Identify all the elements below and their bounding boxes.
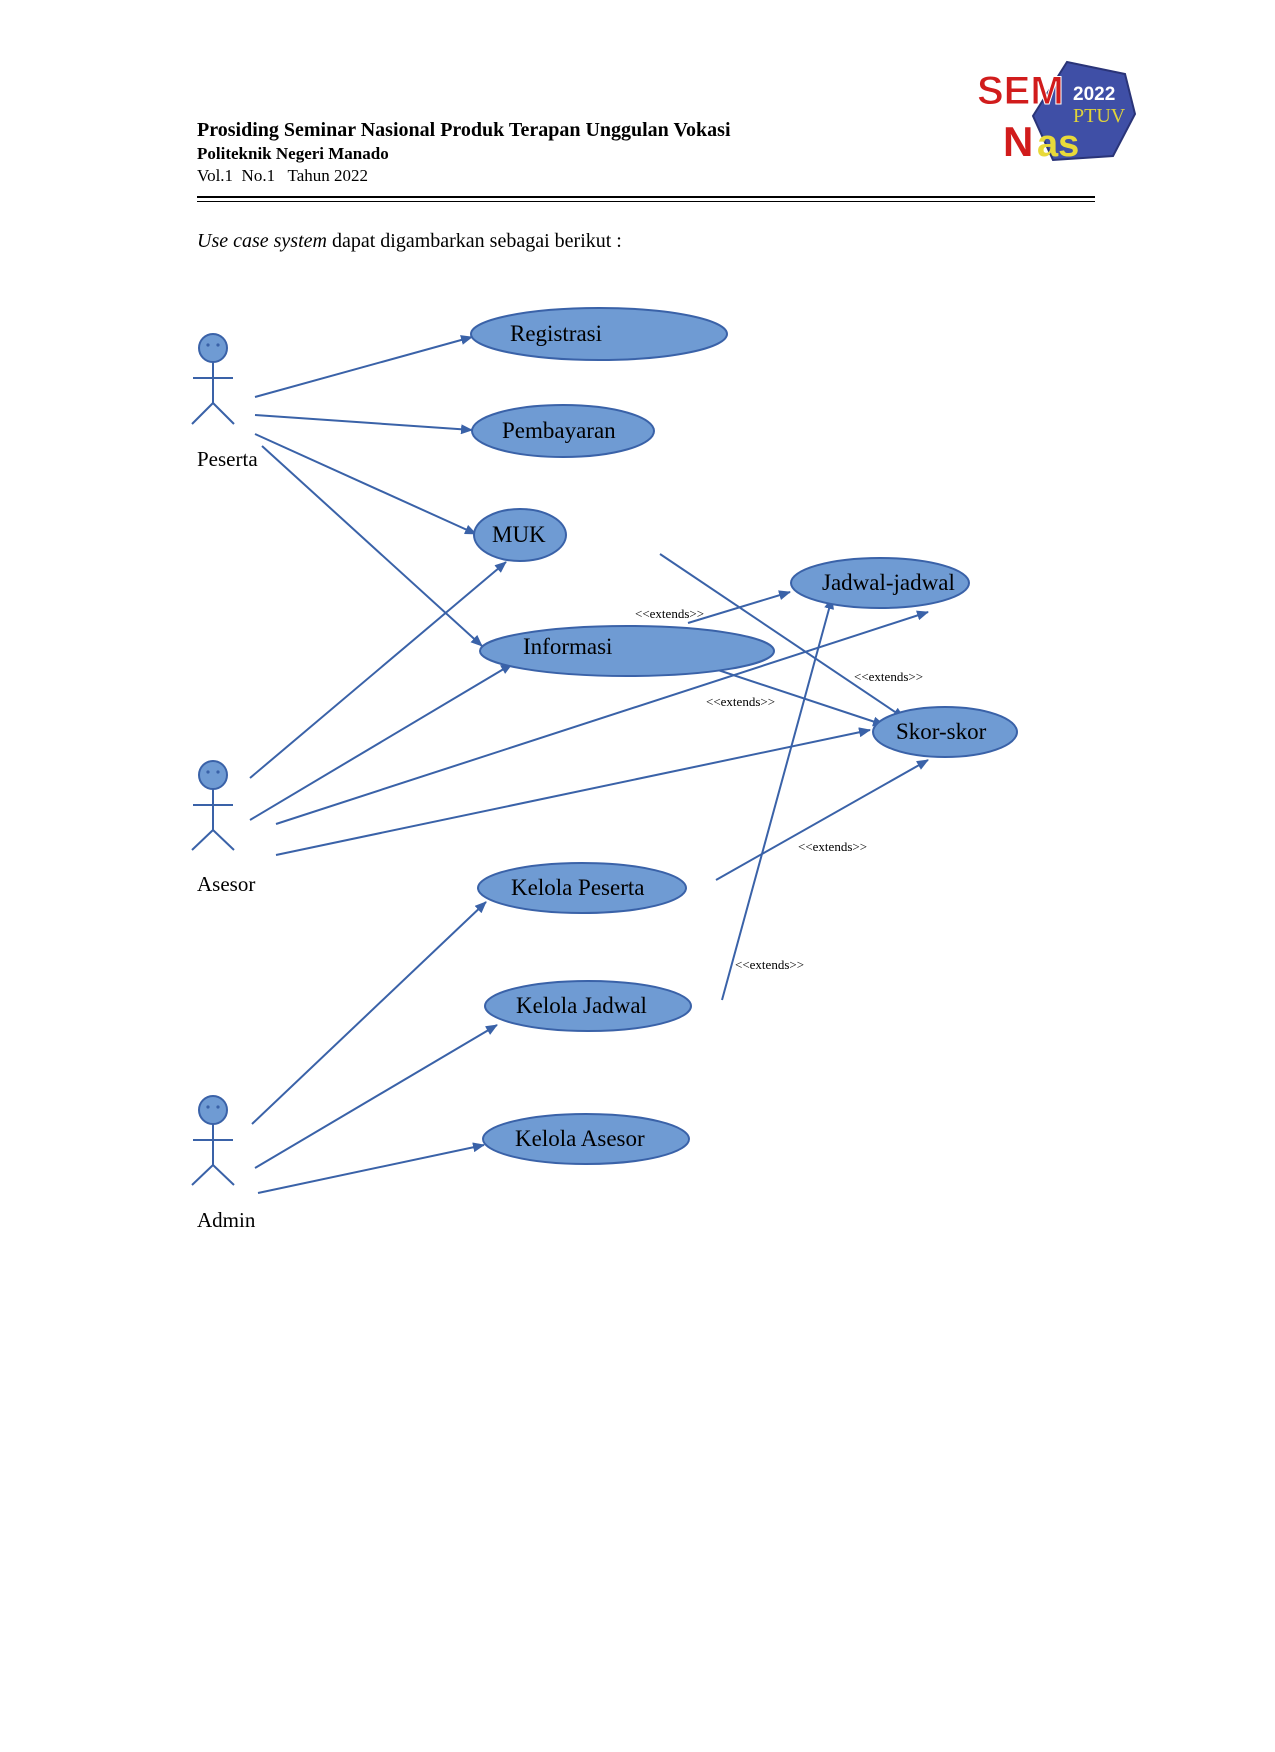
usecase-informasi-label: Informasi xyxy=(523,634,612,659)
svg-text:SEM: SEM xyxy=(977,69,1064,113)
usecase-kelola-jadwal-label: Kelola Jadwal xyxy=(516,993,647,1018)
usecase-kelola-asesor xyxy=(482,1113,690,1165)
usecase-registrasi-label: Registrasi xyxy=(510,321,602,346)
actor-admin xyxy=(191,1095,235,1186)
sempnas-logo: SEM 2022 PTUV N as xyxy=(977,60,1137,165)
header-rule-thick xyxy=(197,196,1095,198)
institution-name: Politeknik Negeri Manado xyxy=(197,144,389,163)
extend-kelolapeserta-skor xyxy=(715,759,929,881)
svg-text:N: N xyxy=(1003,118,1033,165)
assoc-asesor-muk xyxy=(249,561,507,779)
extends-label-informasi-jadwal: <<extends>> xyxy=(635,606,704,621)
assoc-admin-kelola-asesor xyxy=(257,1142,485,1194)
assoc-peserta-informasi xyxy=(261,445,483,647)
usecase-kelola-asesor-label: Kelola Asesor xyxy=(515,1126,645,1151)
page-header: Prosiding Seminar Nasional Produk Terapa… xyxy=(197,118,1097,187)
svg-text:2022: 2022 xyxy=(1073,84,1115,105)
usecase-kelola-jadwal xyxy=(484,980,692,1032)
extends-label-kelolajadwal-jadwal: <<extends>> xyxy=(735,957,804,972)
intro-italic: Use case system xyxy=(197,230,327,252)
usecase-skor-label: Skor-skor xyxy=(896,719,987,744)
actor-asesor-head-icon xyxy=(198,760,228,790)
extend-informasi-skor xyxy=(699,663,885,727)
extends-label-informasi-skor: <<extends>> xyxy=(706,694,775,709)
usecase-informasi xyxy=(479,625,775,677)
assoc-asesor-informasi xyxy=(249,663,513,821)
actor-admin-head-icon xyxy=(198,1095,228,1125)
usecase-pembayaran-label: Pembayaran xyxy=(502,418,616,443)
intro-sentence: Use case system dapat digambarkan sebaga… xyxy=(197,230,622,253)
assoc-peserta-muk xyxy=(254,433,477,535)
usecase-kelola-peserta xyxy=(477,862,687,914)
usecase-pembayaran xyxy=(471,404,655,458)
assoc-admin-kelola-peserta xyxy=(251,901,487,1125)
proceedings-title: Prosiding Seminar Nasional Produk Terapa… xyxy=(197,119,731,141)
extend-kelolajadwal-jadwal xyxy=(721,597,834,1001)
actor-peserta xyxy=(191,333,235,425)
usecase-skor xyxy=(872,706,1018,758)
actor-admin-label: Admin xyxy=(197,1208,256,1232)
usecase-kelola-peserta-label: Kelola Peserta xyxy=(511,875,644,900)
actor-peserta-label: Peserta xyxy=(197,447,258,471)
svg-text:as: as xyxy=(1037,123,1079,165)
extend-muk-skor xyxy=(659,553,905,719)
volume-info: Vol.1 No.1 Tahun 2022 xyxy=(197,166,369,185)
assoc-admin-kelola-jadwal xyxy=(254,1024,498,1169)
extends-label-kelolapeserta-skor: <<extends>> xyxy=(798,839,867,854)
usecase-jadwal xyxy=(790,557,970,609)
usecase-muk xyxy=(473,508,567,562)
actor-asesor xyxy=(191,760,235,851)
usecase-jadwal-label: Jadwal-jadwal xyxy=(822,570,955,595)
extends-label-muk-skor: <<extends>> xyxy=(854,669,923,684)
actor-peserta-head-icon xyxy=(198,333,228,363)
assoc-peserta-pembayaran xyxy=(254,414,473,435)
svg-text:PTUV: PTUV xyxy=(1073,105,1126,127)
header-rule-thin xyxy=(197,201,1095,202)
assoc-asesor-skor xyxy=(275,727,871,856)
usecase-muk-label: MUK xyxy=(492,522,546,547)
usecase-registrasi xyxy=(470,307,728,361)
intro-rest: dapat digambarkan sebagai berikut : xyxy=(326,230,622,252)
actor-asesor-label: Asesor xyxy=(197,872,255,896)
assoc-peserta-registrasi xyxy=(254,335,473,398)
